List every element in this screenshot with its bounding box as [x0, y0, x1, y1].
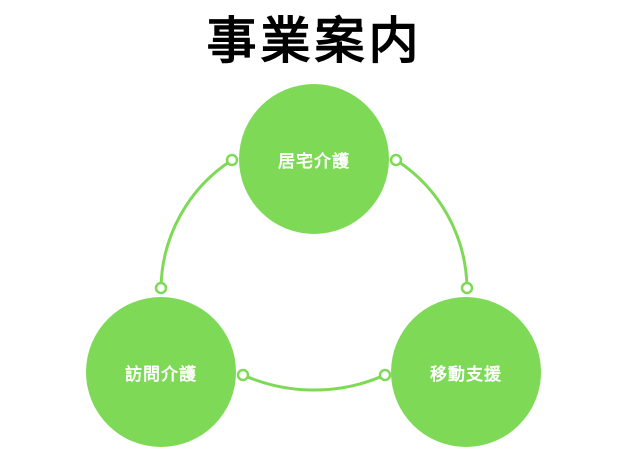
node-mobility-support-label: 移動支援 — [430, 364, 502, 385]
node-home-care: 居宅介護 — [239, 84, 389, 234]
node-home-care-label: 居宅介護 — [278, 151, 350, 172]
connector-endpoint — [225, 153, 239, 167]
connector-top-left — [159, 158, 233, 289]
node-home-visit-care: 訪問介護 — [86, 297, 236, 447]
connector-top-right — [395, 158, 469, 289]
connector-endpoint — [236, 368, 250, 382]
connector-left-right — [242, 373, 386, 392]
connector-endpoint — [378, 368, 392, 382]
connector-endpoint — [154, 281, 168, 295]
node-mobility-support: 移動支援 — [391, 297, 541, 447]
page-title: 事業案内 — [206, 12, 423, 70]
node-home-visit-care-label: 訪問介護 — [125, 364, 197, 385]
connector-endpoint — [460, 281, 474, 295]
connector-endpoint — [389, 153, 403, 167]
